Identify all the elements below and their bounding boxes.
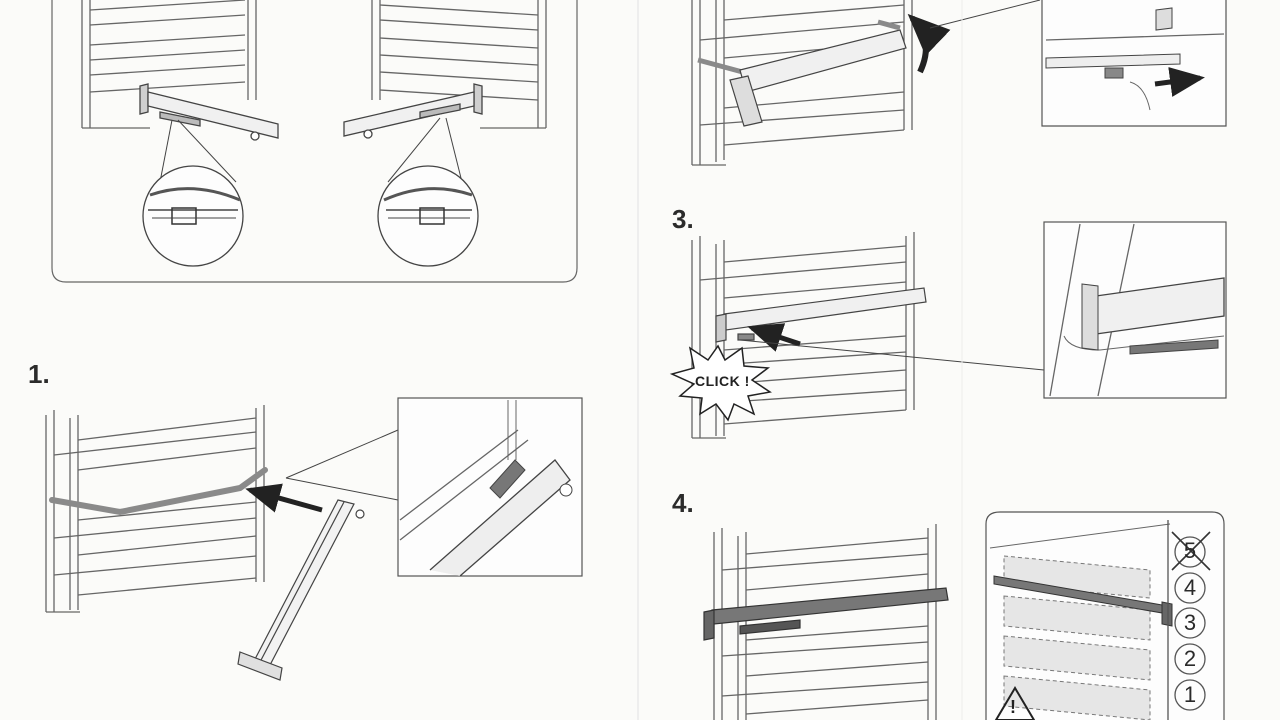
- step3-detail-box: [1043, 221, 1227, 399]
- left-wire-rack: [81, 0, 257, 129]
- step1-detail-box: [397, 397, 583, 577]
- pull-arrow-icon: [1154, 67, 1205, 97]
- step2-rail: [729, 19, 907, 127]
- left-telescopic-rail: [139, 83, 279, 141]
- step2-detail-box: [1041, 0, 1227, 127]
- step-4-number: 4.: [672, 488, 694, 518]
- step3-illustration: [669, 221, 1227, 439]
- shelf-position-1: 1: [1183, 682, 1197, 707]
- click-burst-icon: [669, 344, 772, 422]
- shelf-position-5: 5: [1183, 538, 1197, 563]
- step2-illustration: [691, 0, 1227, 166]
- right-wire-rack: [371, 0, 547, 129]
- shelf-position-4: 4: [1183, 575, 1197, 600]
- step1-rail: [237, 499, 365, 681]
- crossed-circle-icon: [1171, 531, 1211, 571]
- step4-rail: [703, 587, 949, 641]
- step-1-number: 1.: [28, 359, 50, 389]
- shelf-position-2: 2: [1183, 646, 1197, 671]
- push-arrow-icon: [245, 483, 323, 513]
- step3-rail: [715, 287, 927, 343]
- warning-exclamation: !: [1010, 697, 1016, 717]
- click-label: CLICK !: [695, 373, 750, 389]
- rotate-arrow-icon: [907, 13, 951, 74]
- step1-wire-rack: [45, 405, 265, 613]
- step-3-number: 3.: [672, 204, 694, 234]
- warning-triangle-icon: [994, 686, 1036, 720]
- step4-illustration: [703, 511, 1225, 720]
- right-telescopic-rail: [343, 83, 483, 139]
- step1-highlight-guide: [49, 467, 268, 516]
- clip-detail-panel: [51, 0, 578, 283]
- step1-illustration: [45, 397, 583, 681]
- left-magnifier: [142, 165, 244, 267]
- step4-detail-box: [985, 511, 1225, 720]
- right-magnifier: [377, 165, 479, 267]
- shelf-position-3: 3: [1183, 610, 1197, 635]
- step4-wire-rack: [713, 524, 937, 720]
- push-arrow-icon-step3: [747, 323, 801, 352]
